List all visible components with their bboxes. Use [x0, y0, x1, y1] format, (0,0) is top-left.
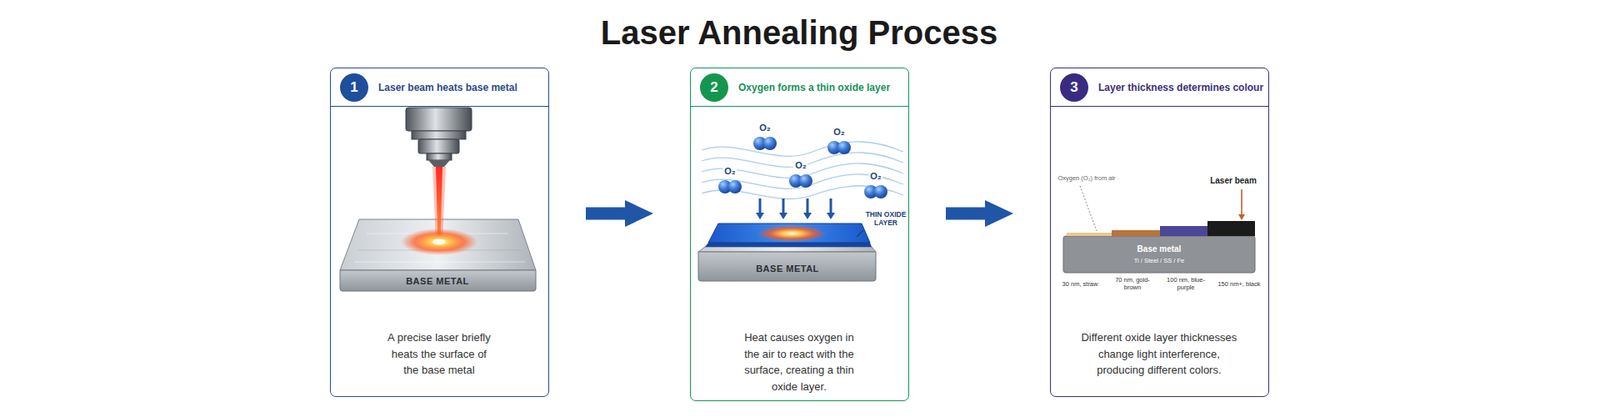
process-panel: Laser beam heats base metal A precise las…: [330, 67, 550, 397]
oxide-layer: [708, 223, 870, 243]
oxygen-molecule: [827, 140, 851, 155]
illustration-label: O₂: [757, 122, 772, 134]
step-description: A precise laser briefly heats the surfac…: [385, 329, 494, 379]
oxide-layer-edge: [705, 242, 872, 247]
illustration-label: O₂: [722, 165, 737, 177]
illustration-label: 100 nm, blue-purple: [1160, 275, 1211, 291]
metal-front-face: [698, 251, 876, 281]
step-heading: Layer thickness determines colour: [1098, 81, 1264, 94]
laser-arrow-head: [1238, 214, 1245, 220]
laser-nozzle: [428, 160, 450, 167]
illustration-label: BASE METAL: [755, 263, 820, 275]
down-arrows: [755, 198, 835, 220]
layer-cross-section: [1063, 185, 1255, 273]
leader-line: [1080, 185, 1097, 231]
oxidation-illustration: [698, 136, 904, 281]
step-number: 2: [700, 73, 729, 102]
illustration-label: 30 nm, straw: [1055, 280, 1105, 288]
illustration-label: O₂: [793, 160, 808, 171]
illustration-label: Laser beam: [1210, 175, 1257, 186]
heat-glow: [756, 225, 827, 242]
base-metal-block: [1063, 235, 1255, 273]
illustration-label: Base metal: [1137, 244, 1182, 255]
diagram-title: Laser Annealing Process: [600, 14, 998, 52]
illustration-label: 70 nm, gold-brown: [1107, 275, 1158, 291]
step-number: 1: [340, 73, 369, 102]
oxygen-molecule: [753, 136, 777, 150]
laser-head: [411, 130, 466, 140]
header-divider: [1050, 105, 1269, 107]
gold-brown-oxide-layer: [1111, 230, 1160, 236]
illustration-label: 150 nm+, black: [1214, 280, 1265, 288]
oxygen-molecule: [718, 180, 742, 194]
illustration-label: O₂: [831, 126, 846, 138]
metal-front-face: [340, 270, 536, 291]
brushed-line: [354, 261, 525, 263]
step-number-badge: 3: [1060, 73, 1089, 102]
laser-arrow: [1240, 189, 1243, 215]
heat-glow: [400, 228, 478, 255]
process-panel: Oxygen forms a thin oxide layerHeat caus…: [690, 67, 910, 401]
step-number: 3: [1060, 73, 1089, 102]
step-description: Different oxide layer thicknesses change…: [1075, 329, 1243, 379]
laser-head: [418, 139, 460, 154]
process-panel: Layer thickness determines colourDiffere…: [1050, 67, 1270, 397]
header-divider: [330, 105, 549, 107]
illustration-label: BASE METAL: [405, 275, 470, 287]
black-oxide-layer: [1207, 220, 1255, 236]
blue-purple-oxide-layer: [1160, 225, 1208, 236]
straw-oxide-layer: [1066, 232, 1112, 236]
illustration-label: O₂: [868, 170, 883, 182]
leader-line: [856, 230, 864, 237]
illustration-label: Oxygen (O₂) from air: [1057, 175, 1115, 183]
illustration-label: Ti / Steel / SS / Fe: [1134, 257, 1185, 265]
step-heading: Oxygen forms a thin oxide layer: [738, 81, 890, 94]
laser-nozzle: [426, 153, 452, 160]
illustration-label: THIN OXIDE LAYER: [865, 210, 907, 227]
oxygen-molecule: [864, 185, 888, 199]
laser-illustration: [340, 107, 536, 291]
step-number-badge: 2: [700, 73, 729, 102]
step-number-badge: 1: [340, 73, 369, 102]
flow-arrow: [585, 200, 654, 227]
header-divider: [690, 105, 909, 107]
heat-core: [432, 239, 446, 245]
oxygen-molecule: [789, 174, 813, 188]
flow-arrow: [945, 200, 1014, 227]
metal-top-face: [698, 246, 876, 252]
step-description: Heat causes oxygen in the air to react w…: [737, 329, 861, 395]
step-heading: Laser beam heats base metal: [378, 81, 518, 94]
laser-head: [405, 107, 472, 131]
